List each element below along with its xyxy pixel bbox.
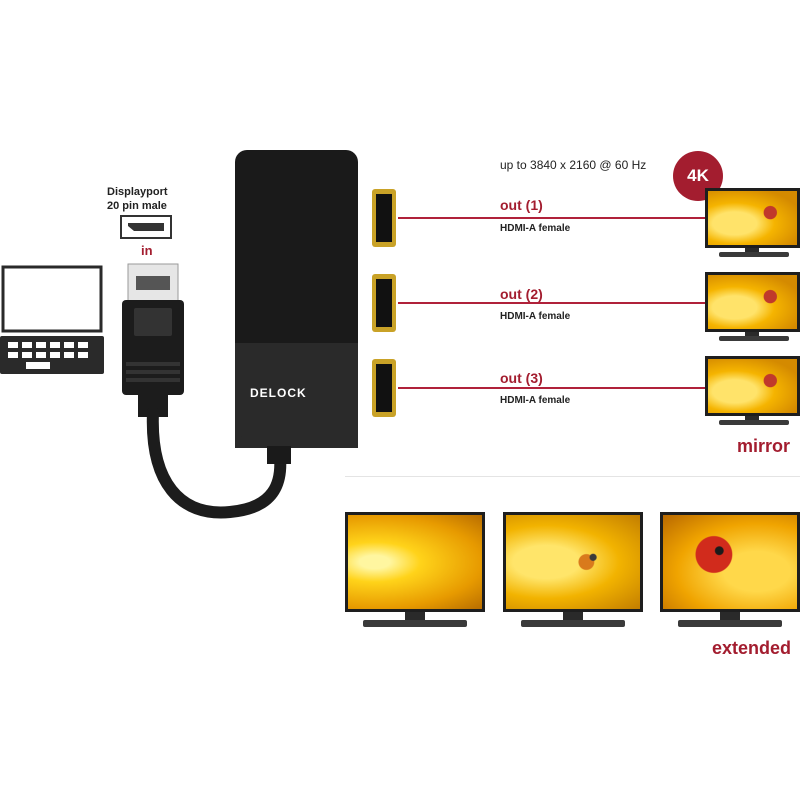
extended-monitor-left (345, 512, 485, 627)
brand-logo: DELOCK (250, 386, 307, 400)
output-line-3 (398, 387, 710, 389)
output-type-3: HDMI-A female (500, 395, 571, 406)
extended-monitor-right (660, 512, 800, 627)
hdmi-port-3 (371, 358, 399, 423)
output-line-2 (398, 302, 710, 304)
mirror-label: mirror (737, 436, 791, 456)
output-label-2: out (2) (500, 286, 543, 302)
adapter-hub (235, 148, 360, 464)
resolution-text: up to 3840 x 2160 @ 60 Hz (500, 158, 647, 172)
input-direction-label: in (141, 243, 153, 258)
laptop-icon (0, 264, 104, 376)
hdmi-port-1 (371, 188, 399, 253)
extended-monitor-center (503, 512, 643, 627)
displayport-label-line2: 20 pin male (107, 200, 167, 212)
output-type-2: HDMI-A female (500, 311, 571, 322)
hdmi-port-2 (371, 273, 399, 338)
displayport-port-icon (120, 215, 172, 244)
mirror-monitor-1 (705, 188, 800, 260)
displayport-plug (110, 262, 300, 527)
displayport-label: Displayport 20 pin male (107, 185, 193, 213)
extended-label: extended (712, 638, 792, 658)
output-type-1: HDMI-A female (500, 223, 571, 234)
output-line-1 (398, 217, 710, 219)
mirror-monitor-2 (705, 272, 800, 344)
displayport-label-line1: Displayport (107, 186, 168, 198)
section-divider (345, 476, 800, 477)
output-label-3: out (3) (500, 370, 543, 386)
mirror-monitor-3 (705, 356, 800, 428)
output-label-1: out (1) (500, 197, 543, 213)
